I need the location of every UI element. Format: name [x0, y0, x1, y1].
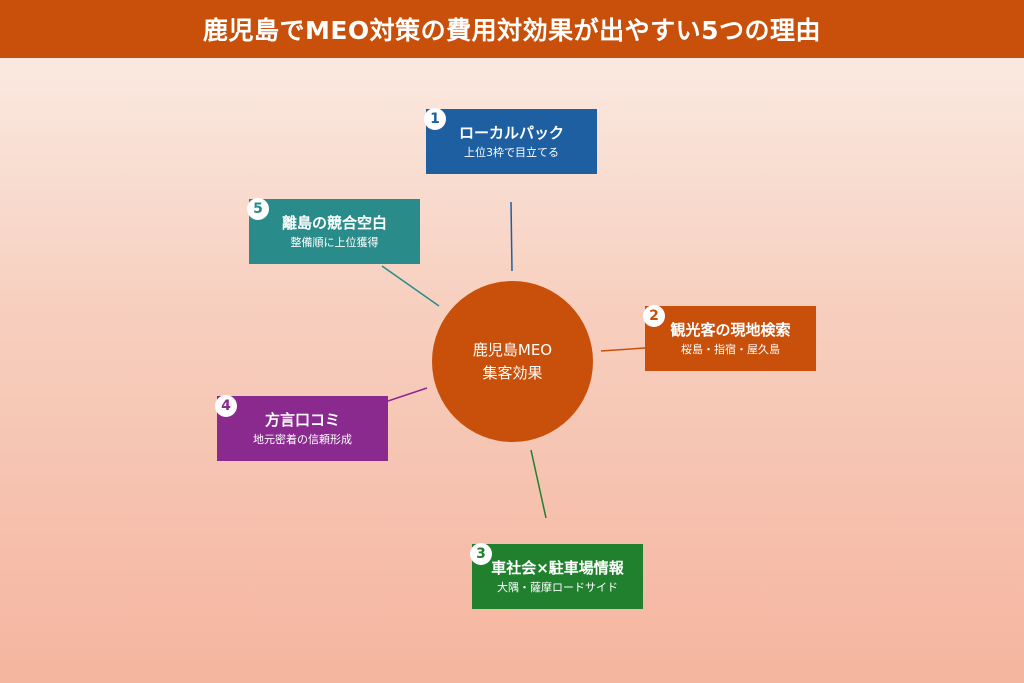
- center-line1: 鹿児島MEO: [472, 340, 553, 359]
- reason-box-1: ローカルパック 上位3枠で目立てる: [426, 109, 597, 174]
- reason-box-4: 方言口コミ 地元密着の信頼形成: [217, 396, 388, 461]
- page-header: 鹿児島でMEO対策の費用対効果が出やすい5つの理由: [0, 0, 1024, 58]
- center-hub: 鹿児島MEO 集客効果: [432, 281, 593, 442]
- reason-title: 車社会×駐車場情報: [491, 558, 624, 577]
- reason-subtitle: 桜島・指宿・屋久島: [681, 342, 780, 356]
- reason-title: 方言口コミ: [264, 410, 340, 429]
- reason-number-badge-1: 1: [424, 108, 446, 130]
- connector-4: [387, 387, 428, 402]
- reason-number-badge-3: 3: [470, 543, 492, 565]
- reason-title: 観光客の現地検索: [670, 320, 791, 339]
- connector-5: [381, 265, 440, 307]
- reason-box-3: 車社会×駐車場情報 大隅・薩摩ロードサイド: [472, 544, 643, 609]
- reason-box-5: 離島の競合空白 整備順に上位獲得: [249, 199, 420, 264]
- reason-subtitle: 整備順に上位獲得: [290, 235, 379, 249]
- reason-number-badge-5: 5: [247, 198, 269, 220]
- reason-title: ローカルパック: [458, 123, 564, 142]
- reason-number-badge-2: 2: [643, 305, 665, 327]
- center-line2: 集客効果: [482, 363, 543, 382]
- reason-number-badge-4: 4: [215, 395, 237, 417]
- connector-2: [600, 347, 646, 352]
- page-title: 鹿児島でMEO対策の費用対効果が出やすい5つの理由: [202, 16, 822, 45]
- reason-box-2: 観光客の現地検索 桜島・指宿・屋久島: [645, 306, 816, 371]
- connector-3: [530, 449, 547, 519]
- reason-title: 離島の競合空白: [281, 213, 387, 232]
- connector-1: [510, 201, 513, 272]
- reason-subtitle: 地元密着の信頼形成: [253, 432, 352, 446]
- reason-subtitle: 大隅・薩摩ロードサイド: [497, 580, 618, 594]
- reason-subtitle: 上位3枠で目立てる: [464, 145, 559, 159]
